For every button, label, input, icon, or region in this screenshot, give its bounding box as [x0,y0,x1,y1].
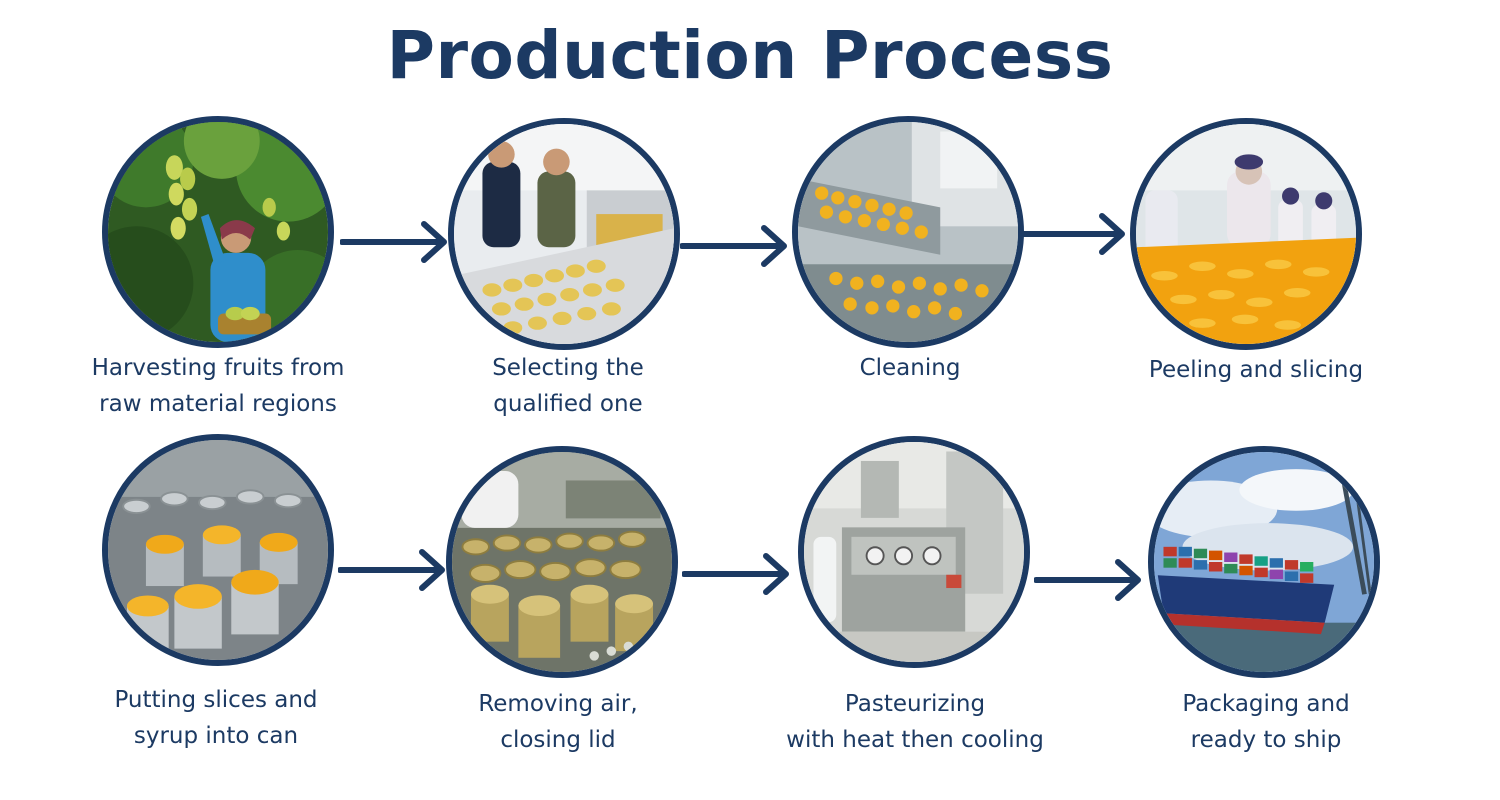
step-2-selecting-photo [448,118,680,350]
step-5-caption: Putting slices and syrup into can [56,682,376,754]
step-7-caption-line-2: with heat then cooling [755,722,1075,758]
step-6-caption-line-1: Removing air, [398,686,718,722]
step-5-canning-photo [102,434,334,666]
step-3-caption-line-1: Cleaning [750,350,1070,386]
step-2-caption: Selecting the qualified one [408,350,728,422]
arrow-6-to-7 [682,552,794,596]
step-4-peeling-photo [1130,118,1362,350]
step-2-caption-line-2: qualified one [408,386,728,422]
step-8-shipping-photo [1148,446,1380,678]
step-6-caption-line-2: closing lid [398,722,718,758]
arrow-5-to-6 [338,548,450,592]
step-6-sealing-photo [446,446,678,678]
step-3-caption: Cleaning [750,350,1070,386]
step-1-caption-line-2: raw material regions [58,386,378,422]
step-5-caption-line-2: syrup into can [56,718,376,754]
step-7-caption-line-1: Pasteurizing [755,686,1075,722]
step-7-pasteurizing-photo [798,436,1030,668]
step-4-caption: Peeling and slicing [1096,352,1416,388]
step-1-harvesting-photo [102,116,334,348]
arrow-1-to-2 [340,220,452,264]
arrow-3-to-4 [1018,212,1130,256]
step-1-caption-line-1: Harvesting fruits from [58,350,378,386]
step-1-caption: Harvesting fruits from raw material regi… [58,350,378,422]
step-8-caption: Packaging and ready to ship [1106,686,1426,758]
step-5-caption-line-1: Putting slices and [56,682,376,718]
step-3-cleaning-photo [792,116,1024,348]
step-8-caption-line-1: Packaging and [1106,686,1426,722]
step-2-caption-line-1: Selecting the [408,350,728,386]
step-4-caption-line-1: Peeling and slicing [1096,352,1416,388]
page-title: Production Process [0,14,1500,98]
arrow-7-to-8 [1034,558,1146,602]
step-7-caption: Pasteurizing with heat then cooling [755,686,1075,758]
arrow-2-to-3 [680,224,792,268]
step-8-caption-line-2: ready to ship [1106,722,1426,758]
step-6-caption: Removing air, closing lid [398,686,718,758]
